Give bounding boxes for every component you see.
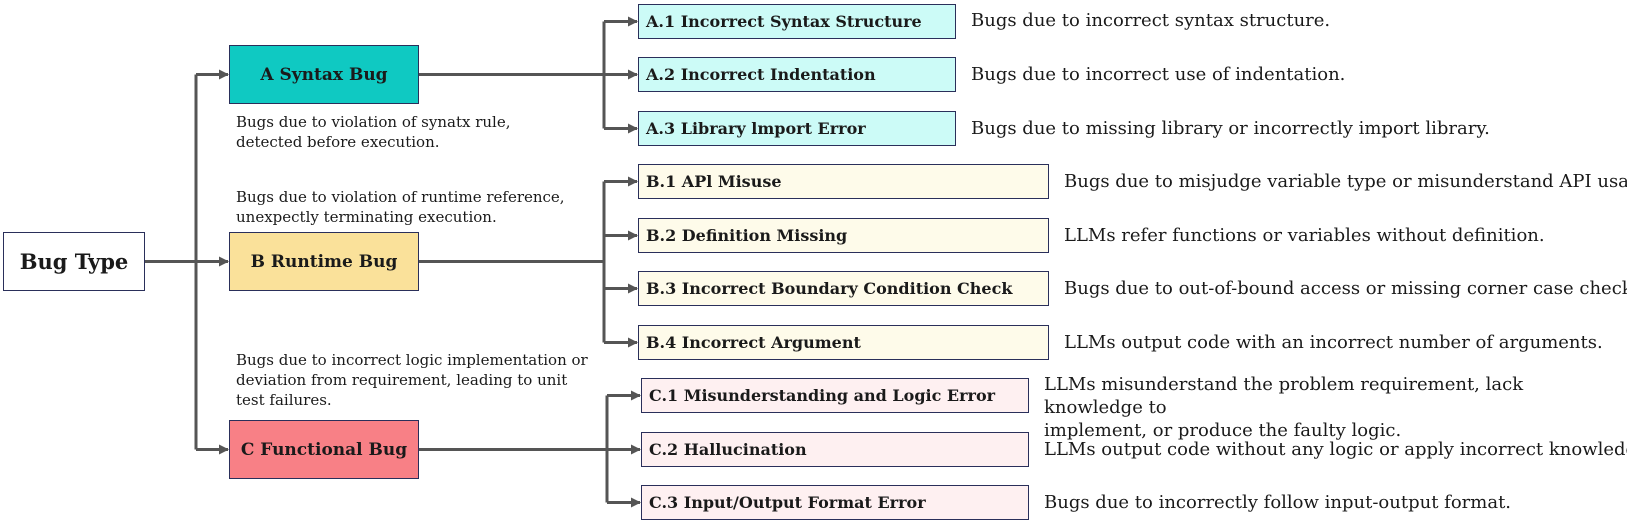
subtype-c3-input-output-format-error: C.3 Input/Output Format Error xyxy=(641,485,1029,520)
desc-c3: Bugs due to incorrectly follow input-out… xyxy=(1044,492,1512,513)
subtype-b2-definition-missing: B.2 Definition Missing xyxy=(638,218,1049,253)
subtype-c2-hallucination: C.2 Hallucination xyxy=(641,432,1029,467)
category-syntax-bug: A Syntax Bug xyxy=(229,45,419,104)
desc-b1: Bugs due to misjudge variable type or mi… xyxy=(1064,171,1627,192)
desc-b2: LLMs refer functions or variables withou… xyxy=(1064,225,1545,246)
note-syntax-bug: Bugs due to violation of synatx rule, de… xyxy=(236,113,511,151)
subtype-c1-misunderstanding-and-logic-error: C.1 Misunderstanding and Logic Error xyxy=(641,378,1029,413)
subtype-b4-incorrect-argument: B.4 Incorrect Argument xyxy=(638,325,1049,360)
category-functional-bug: C Functional Bug xyxy=(229,420,419,479)
desc-b4: LLMs output code with an incorrect numbe… xyxy=(1064,332,1603,353)
desc-c1: LLMs misunderstand the problem requireme… xyxy=(1044,374,1524,441)
subtype-b3-incorrect-boundary-condition-check: B.3 Incorrect Boundary Condition Check xyxy=(638,271,1049,306)
root-node-bug-type: Bug Type xyxy=(3,232,145,291)
subtype-a3-library-import-error: A.3 Library lmport Error xyxy=(638,111,956,146)
note-runtime-bug: Bugs due to violation of runtime referen… xyxy=(236,188,565,226)
desc-b3: Bugs due to out-of-bound access or missi… xyxy=(1064,278,1627,299)
desc-a1: Bugs due to incorrect syntax structure. xyxy=(971,10,1331,31)
desc-c2: LLMs output code without any logic or ap… xyxy=(1044,439,1627,460)
desc-a3: Bugs due to missing library or incorrect… xyxy=(971,118,1490,139)
category-runtime-bug: B Runtime Bug xyxy=(229,232,419,291)
subtype-a1-incorrect-syntax-structure: A.1 Incorrect Syntax Structure xyxy=(638,4,956,39)
subtype-a2-incorrect-indentation: A.2 Incorrect Indentation xyxy=(638,57,956,92)
subtype-b1-api-misuse: B.1 APl Misuse xyxy=(638,164,1049,199)
desc-a2: Bugs due to incorrect use of indentation… xyxy=(971,64,1346,85)
note-functional-bug: Bugs due to incorrect logic implementati… xyxy=(236,351,588,409)
